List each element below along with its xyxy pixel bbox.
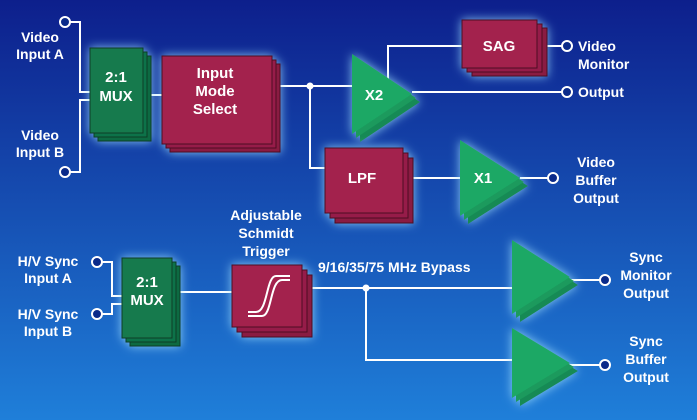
video-input-b-label-2: Input B	[16, 144, 64, 160]
sag-label: SAG	[483, 38, 516, 55]
schmidt-trigger-label-1: Adjustable	[230, 207, 302, 223]
video-monitor-output-label-1: Video	[578, 38, 616, 54]
input-mode-select-label-3: Select	[193, 101, 237, 118]
video-monitor-output-terminal-icon	[561, 40, 573, 52]
video-input-b-terminal-icon	[59, 166, 71, 178]
x1-amplifier	[460, 140, 528, 224]
sync-wires	[102, 261, 600, 366]
video-mux-label-2: MUX	[99, 88, 132, 105]
sync-buffer-output-terminal-icon	[599, 359, 611, 371]
lpf-label: LPF	[348, 170, 376, 187]
sync-buffer-output-label-2: Buffer	[625, 351, 667, 367]
sync-mux-label-1: 2:1	[136, 274, 158, 291]
video-buffer-output-terminal-icon	[547, 172, 559, 184]
x2-amplifier-label: X2	[365, 87, 383, 104]
x2-amplifier	[352, 54, 420, 142]
sync-input-b-terminal-icon	[91, 308, 103, 320]
video-buffer-output-label-2: Buffer	[575, 172, 617, 188]
sync-monitor-output-terminal-icon	[599, 274, 611, 286]
video-monitor-output-terminal-icon	[561, 86, 573, 98]
video-buffer-output-label-3: Output	[573, 190, 619, 206]
bypass-label: 9/16/35/75 MHz Bypass	[318, 259, 471, 275]
sync-input-b-label-2: Input B	[24, 323, 72, 339]
sync-input-a-label-1: H/V Sync	[18, 253, 79, 269]
junction-dot	[306, 82, 314, 90]
video-mux-label-1: 2:1	[105, 69, 127, 86]
sync-mux-label-2: MUX	[130, 292, 163, 309]
video-monitor-output-label-2: Monitor	[578, 56, 630, 72]
video-buffer-output-label-1: Video	[577, 154, 615, 170]
x1-amplifier-label: X1	[474, 170, 492, 187]
sync-input-a-terminal-icon	[91, 256, 103, 268]
junction-dot	[362, 284, 370, 292]
sync-monitor-output-label-3: Output	[623, 285, 669, 301]
sync-monitor-output-label-2: Monitor	[620, 267, 672, 283]
lpf-block	[324, 147, 414, 224]
sync-monitor-amplifier	[512, 240, 578, 322]
sync-buffer-output-label-3: Output	[623, 369, 669, 385]
video-input-a-label-1: Video	[21, 29, 59, 45]
video-input-a-terminal-icon	[59, 16, 71, 28]
hysteresis-icon	[248, 275, 290, 317]
sag-block	[461, 19, 548, 77]
sync-buffer-amplifier	[512, 328, 578, 406]
video-mux-block	[89, 47, 152, 142]
input-mode-select-block	[161, 55, 281, 153]
video-monitor-output-label-3: Output	[578, 84, 624, 100]
sync-buffer-output-label-1: Sync	[629, 333, 663, 349]
video-input-a-label-2: Input A	[16, 46, 64, 62]
schmidt-trigger-label-3: Trigger	[242, 243, 290, 259]
sync-input-a-label-2: Input A	[24, 270, 72, 286]
input-mode-select-label-1: Input	[197, 65, 234, 82]
schmidt-trigger-label-2: Schmidt	[238, 225, 294, 241]
sync-input-b-label-1: H/V Sync	[18, 306, 79, 322]
sync-mux-block	[121, 257, 181, 347]
video-input-b-label-1: Video	[21, 127, 59, 143]
input-mode-select-label-2: Mode	[195, 83, 234, 100]
schmidt-trigger-block	[231, 264, 313, 338]
sync-monitor-output-label-1: Sync	[629, 249, 663, 265]
